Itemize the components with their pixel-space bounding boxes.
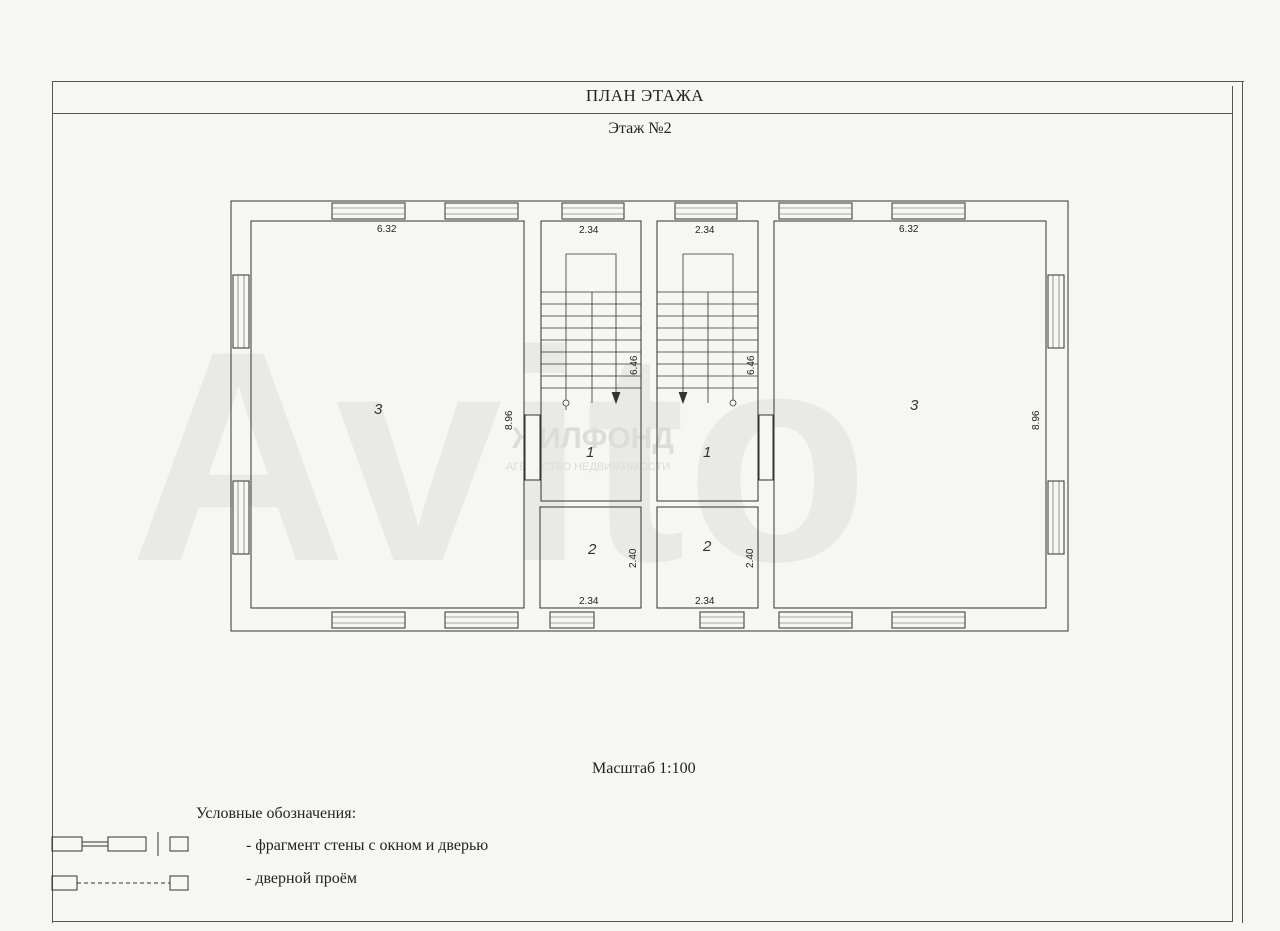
wall-window-door-icon: [51, 832, 189, 856]
room-1-left-height: 6.46: [629, 355, 640, 375]
window-icon: [778, 202, 853, 220]
room-2-right-width: 2.34: [695, 596, 715, 607]
windows: [232, 202, 1065, 629]
room-3-right: [773, 220, 1047, 609]
room-1-left-width: 2.34: [579, 225, 599, 236]
legend-heading: Условные обозначения:: [196, 805, 357, 822]
room-1-right-height: 6.46: [746, 355, 757, 375]
window-icon: [674, 202, 738, 220]
room-1-left-number: 1: [586, 444, 594, 461]
window-icon: [232, 274, 250, 349]
walls: [230, 200, 1069, 632]
room-1-right-width: 2.34: [695, 225, 715, 236]
room-2-right-height: 2.40: [745, 548, 756, 568]
room-3-right-width: 6.32: [899, 224, 919, 235]
frame-bottom-line: [52, 921, 1232, 922]
window-icon: [232, 480, 250, 555]
window-icon: [549, 611, 595, 629]
window-sashes: [237, 207, 1060, 624]
door-icon: [758, 414, 774, 481]
room-1-left: [540, 220, 642, 502]
door-opening-icon: [51, 875, 189, 891]
room-2-left-height: 2.40: [628, 548, 639, 568]
room-3-left: [250, 220, 525, 609]
window-icon: [331, 611, 406, 629]
scale-label: Масштаб 1:100: [592, 760, 696, 777]
window-icon: [331, 202, 406, 220]
room-2-left-width: 2.34: [579, 596, 599, 607]
frame-right-line: [1232, 86, 1233, 922]
room-1-right: [656, 220, 759, 502]
door-icon: [524, 414, 541, 481]
doors: [524, 414, 774, 481]
room-3-left-number: 3: [374, 401, 383, 418]
watermark-brand: Avito: [130, 288, 869, 624]
room-3-right-height: 8.96: [1031, 410, 1042, 430]
watermark: Avito ЖИЛФОНД АГЕНТСТВО НЕДВИЖИМОСТИ: [130, 288, 869, 624]
window-icon: [1047, 274, 1065, 349]
room-3-right-number: 3: [910, 397, 919, 414]
frame-header-line: [52, 113, 1232, 114]
room-1-right-number: 1: [703, 444, 711, 461]
window-icon: [891, 611, 966, 629]
legend-item-wall-window-door: - фрагмент стены с окном и дверью: [246, 837, 489, 854]
frame-right-outer-line: [1242, 81, 1243, 923]
room-2-right: [656, 506, 759, 609]
window-icon: [778, 611, 853, 629]
window-icon: [444, 202, 519, 220]
outer-wall: [230, 200, 1069, 632]
window-icon: [699, 611, 745, 629]
window-icon: [561, 202, 625, 220]
room-2-left-number: 2: [587, 541, 597, 558]
frame-left-line: [52, 81, 53, 923]
legend-item-door-opening: - дверной проём: [246, 870, 357, 887]
window-icon: [891, 202, 966, 220]
frame-top-line: [52, 81, 1244, 82]
room-3-left-height: 8.96: [504, 410, 515, 430]
stair-left: [541, 253, 641, 410]
floor-subtitle: Этаж №2: [608, 120, 672, 137]
window-icon: [1047, 480, 1065, 555]
watermark-agency-tagline: АГЕНТСТВО НЕДВИЖИМОСТИ: [506, 461, 670, 473]
page-title: ПЛАН ЭТАЖА: [585, 86, 705, 105]
room-2-right-number: 2: [702, 538, 712, 555]
stair-right: [657, 253, 758, 407]
room-2-left: [539, 506, 642, 609]
room-3-left-width: 6.32: [377, 224, 397, 235]
window-icon: [444, 611, 519, 629]
